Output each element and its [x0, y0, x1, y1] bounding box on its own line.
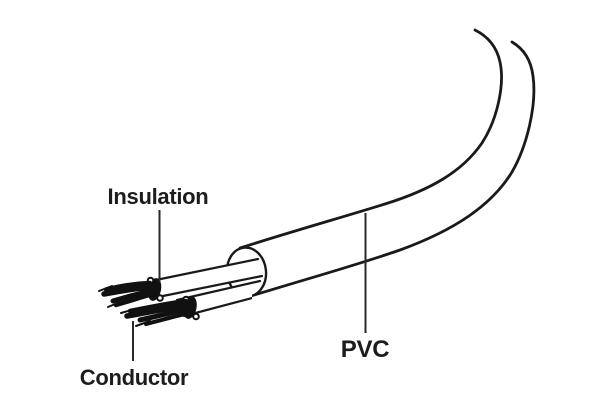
wire-top-body	[151, 259, 262, 298]
strand	[101, 284, 154, 297]
pvc-sheath-bottom-edge	[249, 40, 536, 298]
insulation-rim-knob	[192, 312, 200, 321]
pvc-label: PVC	[340, 336, 390, 363]
wire-top-lower-edge	[156, 274, 264, 299]
wire-top-upper-edge	[149, 257, 260, 283]
wire-bottom-body	[176, 281, 260, 317]
conductor-label: Conductor	[79, 365, 189, 390]
leader-lines	[132, 210, 367, 361]
strand	[103, 280, 153, 292]
strand	[98, 285, 113, 292]
pvc-sheath	[225, 28, 536, 298]
strand	[137, 306, 191, 323]
strand	[144, 311, 191, 326]
strand	[135, 320, 151, 327]
insulated-wire-top	[149, 257, 264, 299]
strand	[120, 308, 136, 314]
strand	[124, 302, 190, 319]
insulation-rim-knob	[156, 294, 164, 302]
inner-wires	[98, 257, 264, 327]
pvc-sheath-top-edge	[238, 28, 503, 250]
strand	[110, 288, 155, 304]
conductor-strands	[98, 280, 191, 327]
insulation-label: Insulation	[107, 184, 209, 209]
strand	[113, 291, 156, 308]
strand	[107, 301, 121, 308]
